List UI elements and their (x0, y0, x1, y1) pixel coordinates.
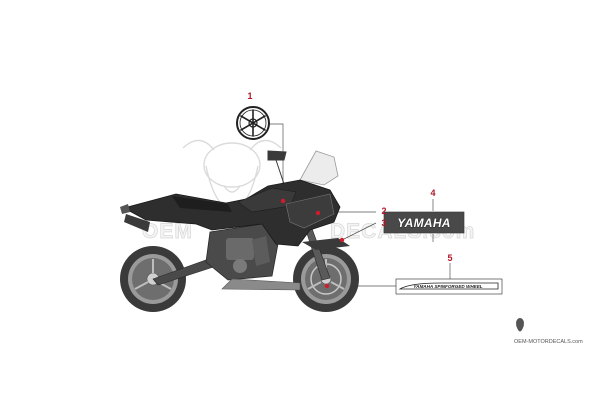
tail-light (120, 204, 130, 214)
leader-line-3 (341, 222, 377, 241)
rear-fender (124, 214, 150, 232)
decal-5-text: YAMAHA SPINFORGED WHEEL (413, 284, 482, 289)
marker-1 (280, 198, 286, 204)
marker-5 (324, 283, 330, 289)
decal-4-yamaha: YAMAHA (383, 211, 465, 234)
engine (205, 223, 279, 281)
decal-4-text: YAMAHA (397, 216, 451, 230)
motorcycle (120, 150, 359, 312)
corner-bird-icon (516, 318, 524, 332)
corner-logo: OEM-MOTORDECALS.com (514, 318, 583, 345)
callout-1: 1 (247, 91, 252, 101)
windscreen (299, 150, 339, 186)
seat (172, 196, 232, 212)
marker-2 (315, 210, 321, 216)
fuel-tank (237, 187, 297, 213)
decal-1-emblem (236, 106, 270, 140)
marker-3 (339, 237, 345, 243)
side-fairing-panel (285, 193, 335, 229)
watermark-text-left: OEM (142, 220, 193, 243)
callout-5: 5 (447, 253, 452, 263)
callout-4: 4 (430, 188, 435, 198)
decal-5-stripe: YAMAHA SPINFORGED WHEEL (395, 278, 503, 295)
exhaust (221, 278, 301, 291)
mirror (267, 150, 287, 185)
tuning-fork-icon (240, 109, 266, 137)
callout-2: 2 (381, 206, 386, 216)
front-fender (302, 238, 350, 250)
callout-3: 3 (381, 218, 386, 228)
corner-logo-text: OEM-MOTORDECALS.com (514, 339, 583, 345)
